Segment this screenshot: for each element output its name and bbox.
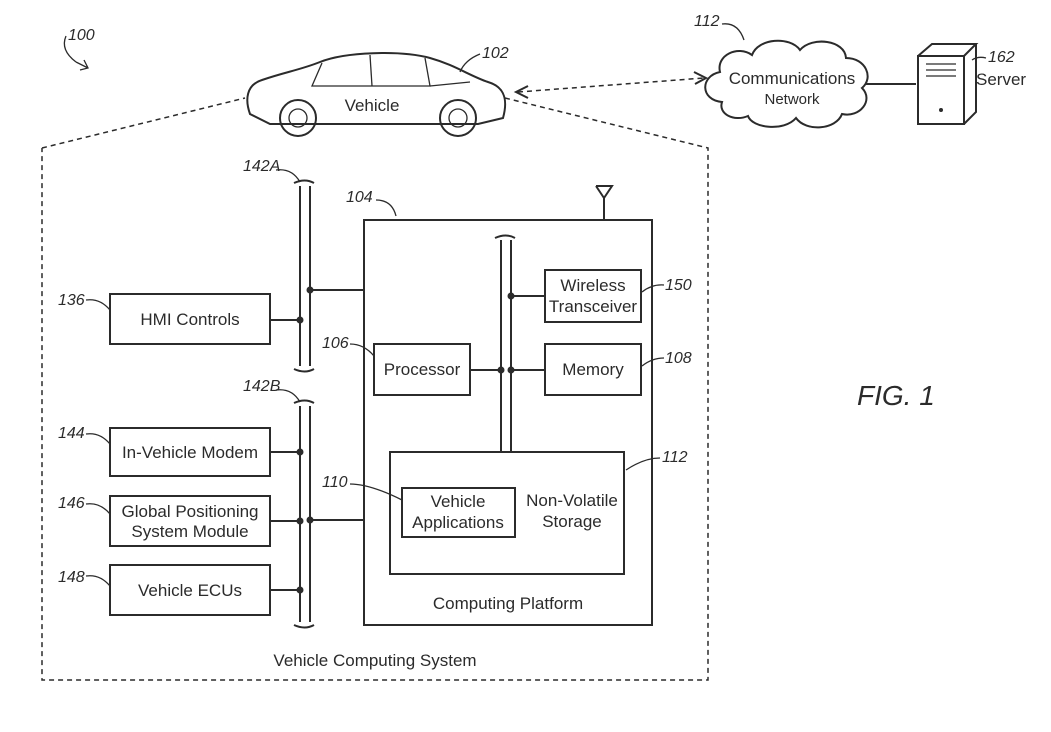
- hmi-controls-label: HMI Controls: [140, 310, 239, 329]
- transceiver-junction: [507, 292, 515, 300]
- network-label-line1: Communications: [729, 69, 856, 88]
- apps-label-line1: Vehicle: [431, 492, 486, 511]
- vehicle-applications-block: [401, 487, 516, 538]
- ref-106-leader: [349, 343, 375, 357]
- car-icon: [246, 52, 507, 137]
- ref-162: 162: [988, 49, 1015, 66]
- processor-junction: [497, 366, 505, 374]
- processor-block: [373, 343, 471, 396]
- figure-title: FIG. 1: [857, 380, 935, 411]
- vehicle-system-outline: [41, 97, 709, 681]
- vehicle-label: Vehicle: [345, 96, 400, 115]
- bus-142a: [293, 179, 315, 373]
- ref-142a: 142A: [243, 158, 280, 175]
- memory-label: Memory: [562, 360, 624, 379]
- processor-label: Processor: [384, 360, 461, 379]
- bus-142b: [293, 399, 315, 629]
- ref-142b-leader: [275, 389, 301, 403]
- vehicle-system-label: Vehicle Computing System: [273, 651, 476, 670]
- storage-label-line1: Non-Volatile: [526, 491, 618, 510]
- memory-block: [544, 343, 642, 396]
- link-arrow-left: [513, 85, 529, 99]
- ref-100: 100: [68, 27, 95, 44]
- bus-b-junction: [306, 516, 314, 524]
- gps-block: [109, 495, 271, 547]
- ref-112-storage-leader: [625, 457, 661, 471]
- ref-112-storage: 112: [662, 449, 688, 466]
- ref-150-leader: [641, 284, 665, 293]
- ref-104: 104: [346, 189, 373, 206]
- modem-block: [109, 427, 271, 477]
- ref-142b: 142B: [243, 378, 281, 395]
- ref-112-network-leader: [721, 23, 745, 41]
- ref-106: 106: [322, 335, 349, 352]
- ref-144: 144: [58, 425, 85, 442]
- bus-a-junction: [306, 286, 314, 294]
- link-arrow-right: [693, 71, 709, 85]
- ref-136: 136: [58, 292, 85, 309]
- storage-label-line2: Storage: [542, 512, 602, 531]
- apps-label-line2: Applications: [412, 513, 504, 532]
- hmi-controls-block: [109, 293, 271, 345]
- hmi-junction: [296, 316, 304, 324]
- gps-label-line1: Global Positioning: [121, 502, 258, 521]
- ref-100-arrow: [75, 59, 89, 71]
- ref-148: 148: [58, 569, 85, 586]
- ref-142a-leader: [275, 169, 301, 183]
- computing-platform-label: Computing Platform: [433, 594, 583, 613]
- internal-bus: [494, 234, 516, 452]
- antenna-icon: [595, 185, 614, 220]
- ref-136-leader: [85, 299, 111, 311]
- wireless-link: [517, 77, 705, 93]
- ref-108: 108: [665, 350, 692, 367]
- ref-104-leader: [375, 199, 397, 217]
- ref-110-leader: [349, 483, 403, 501]
- ref-102-leader: [459, 53, 481, 73]
- ecus-label: Vehicle ECUs: [138, 581, 242, 600]
- ref-162-leader: [971, 56, 987, 61]
- ref-148-leader: [85, 575, 111, 587]
- transceiver-label-line2: Transceiver: [549, 297, 638, 316]
- ref-112-network: 112: [694, 13, 720, 30]
- ref-146-leader: [85, 503, 111, 515]
- ref-144-leader: [85, 433, 111, 445]
- cloud-icon: [704, 39, 869, 129]
- ref-108-leader: [641, 357, 665, 367]
- gps-junction: [296, 517, 304, 525]
- ref-110: 110: [322, 474, 348, 491]
- ref-102: 102: [482, 45, 509, 62]
- modem-label: In-Vehicle Modem: [122, 443, 258, 462]
- network-label-line2: Network: [764, 91, 820, 108]
- gps-label-line2: System Module: [131, 522, 248, 541]
- modem-junction: [296, 448, 304, 456]
- transceiver-label-line1: Wireless: [560, 276, 625, 295]
- ecus-junction: [296, 586, 304, 594]
- memory-junction: [507, 366, 515, 374]
- ref-146: 146: [58, 495, 85, 512]
- ref-100-leader: [63, 35, 77, 63]
- ref-150: 150: [665, 277, 692, 294]
- server-icon: [917, 43, 979, 125]
- server-label: Server: [976, 70, 1026, 89]
